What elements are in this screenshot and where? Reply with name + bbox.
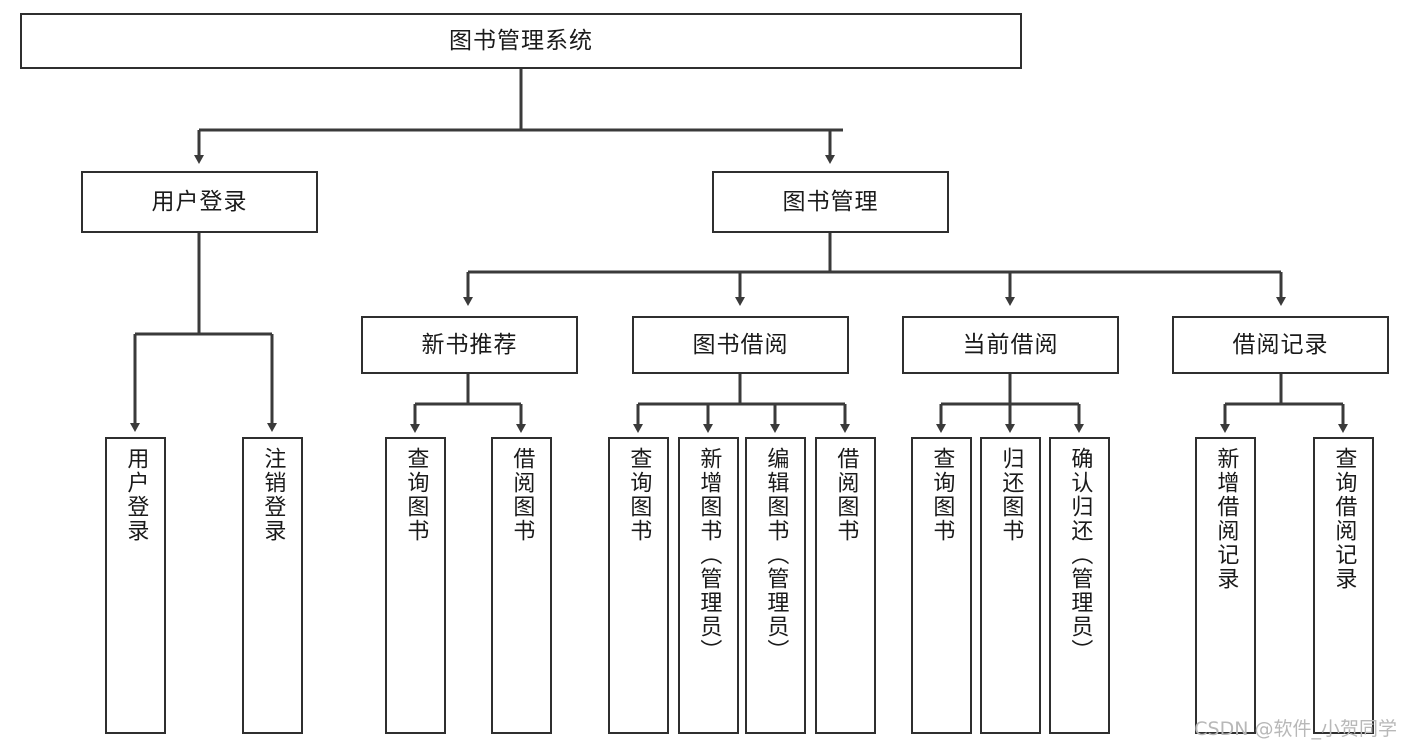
node-borrow-record[interactable]: 借阅记录 (1172, 316, 1389, 374)
node-leaf-query-book-1-label: 查询图书 (403, 447, 429, 543)
node-leaf-query-record-label: 查询借阅记录 (1331, 447, 1357, 591)
node-root-label: 图书管理系统 (449, 27, 593, 54)
node-leaf-user-login[interactable]: 用户登录 (105, 437, 166, 734)
node-leaf-query-book-2-label: 查询图书 (626, 447, 652, 543)
node-user-login-label: 用户登录 (151, 188, 248, 215)
node-leaf-add-record[interactable]: 新增借阅记录 (1195, 437, 1256, 734)
node-new-book-recommend-label: 新书推荐 (421, 331, 518, 358)
node-new-book-recommend[interactable]: 新书推荐 (361, 316, 578, 374)
node-leaf-borrow-book-2[interactable]: 借阅图书 (815, 437, 876, 734)
node-leaf-query-book-3[interactable]: 查询图书 (911, 437, 972, 734)
node-borrow-record-label: 借阅记录 (1232, 331, 1329, 358)
node-current-borrow[interactable]: 当前借阅 (902, 316, 1119, 374)
node-leaf-user-logout[interactable]: 注销登录 (242, 437, 303, 734)
node-leaf-user-logout-label: 注销登录 (260, 447, 286, 543)
node-leaf-confirm-return[interactable]: 确认归还（管理员） (1049, 437, 1110, 734)
node-leaf-query-record[interactable]: 查询借阅记录 (1313, 437, 1374, 734)
node-leaf-user-login-label: 用户登录 (123, 447, 149, 543)
node-book-manage[interactable]: 图书管理 (712, 171, 949, 233)
node-current-borrow-label: 当前借阅 (962, 331, 1059, 358)
node-leaf-add-book-label: 新增图书（管理员） (696, 447, 722, 663)
node-leaf-borrow-book-1-label: 借阅图书 (509, 447, 535, 543)
node-book-borrow-label: 图书借阅 (692, 331, 789, 358)
node-leaf-add-record-label: 新增借阅记录 (1213, 447, 1239, 591)
node-user-login[interactable]: 用户登录 (81, 171, 318, 233)
node-leaf-borrow-book-2-label: 借阅图书 (833, 447, 859, 543)
node-leaf-query-book-1[interactable]: 查询图书 (385, 437, 446, 734)
node-leaf-edit-book-label: 编辑图书（管理员） (763, 447, 789, 663)
node-book-borrow[interactable]: 图书借阅 (632, 316, 849, 374)
node-root[interactable]: 图书管理系统 (20, 13, 1022, 69)
node-leaf-borrow-book-1[interactable]: 借阅图书 (491, 437, 552, 734)
node-leaf-confirm-return-label: 确认归还（管理员） (1067, 447, 1093, 663)
node-leaf-return-book[interactable]: 归还图书 (980, 437, 1041, 734)
node-leaf-return-book-label: 归还图书 (998, 447, 1024, 543)
node-leaf-query-book-3-label: 查询图书 (929, 447, 955, 543)
node-leaf-add-book[interactable]: 新增图书（管理员） (678, 437, 739, 734)
node-leaf-query-book-2[interactable]: 查询图书 (608, 437, 669, 734)
node-leaf-edit-book[interactable]: 编辑图书（管理员） (745, 437, 806, 734)
watermark-text: CSDN @软件_小贺同学 (1194, 718, 1397, 740)
node-book-manage-label: 图书管理 (782, 188, 879, 215)
